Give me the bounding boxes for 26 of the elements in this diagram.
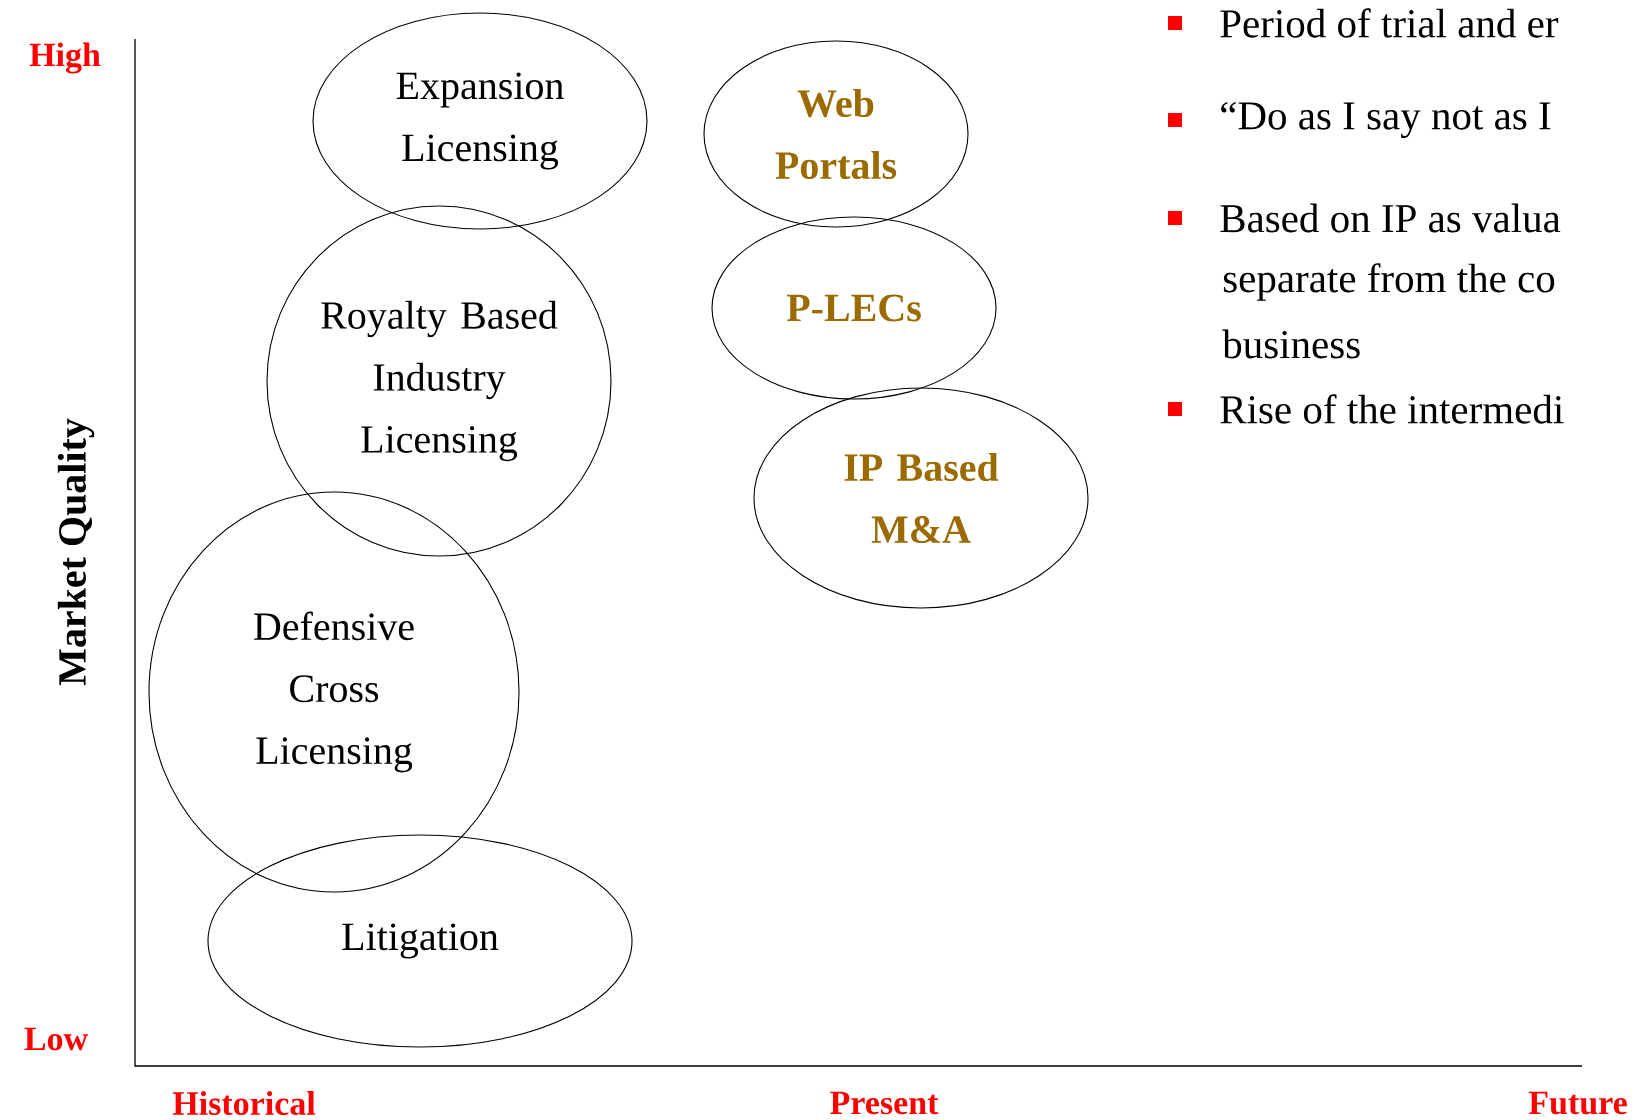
ellipse xyxy=(753,387,1089,609)
ellipse-label: Litigation xyxy=(342,923,499,959)
ellipse-label: Expansion Licensing xyxy=(396,72,564,170)
axis-label: Historical xyxy=(172,1091,316,1115)
axis-label: Low xyxy=(24,1027,88,1051)
axis-title: Market Quality xyxy=(57,418,95,686)
ellipse-label: P-LECs xyxy=(786,294,921,322)
bullet-text: Based on IP as valua xyxy=(1220,203,1561,233)
bullet-text: “Do as I say not as I xyxy=(1221,101,1551,139)
axis-label: Future xyxy=(1528,1091,1627,1115)
ellipse-label: Royalty Based Industry Licensing xyxy=(321,300,558,462)
bullet-text: Period of trial and er xyxy=(1220,8,1559,38)
axis-label: High xyxy=(29,42,101,74)
ellipse-label: Defensive Cross Licensing xyxy=(254,611,414,773)
bullet-text: Rise of the intermedi xyxy=(1220,394,1564,424)
ellipse-label: IP Based M&A xyxy=(844,452,999,544)
axis-label: Present xyxy=(830,1091,939,1115)
ellipse xyxy=(266,205,612,557)
ellipse xyxy=(148,491,520,893)
ellipse-label: Web Portals xyxy=(775,88,897,180)
bullet-text: separate from the co xyxy=(1223,263,1555,301)
ellipse xyxy=(711,216,997,400)
bullet-text: business xyxy=(1222,329,1360,359)
ellipse xyxy=(207,834,633,1048)
ellipse xyxy=(703,40,969,228)
ellipse xyxy=(312,12,648,230)
